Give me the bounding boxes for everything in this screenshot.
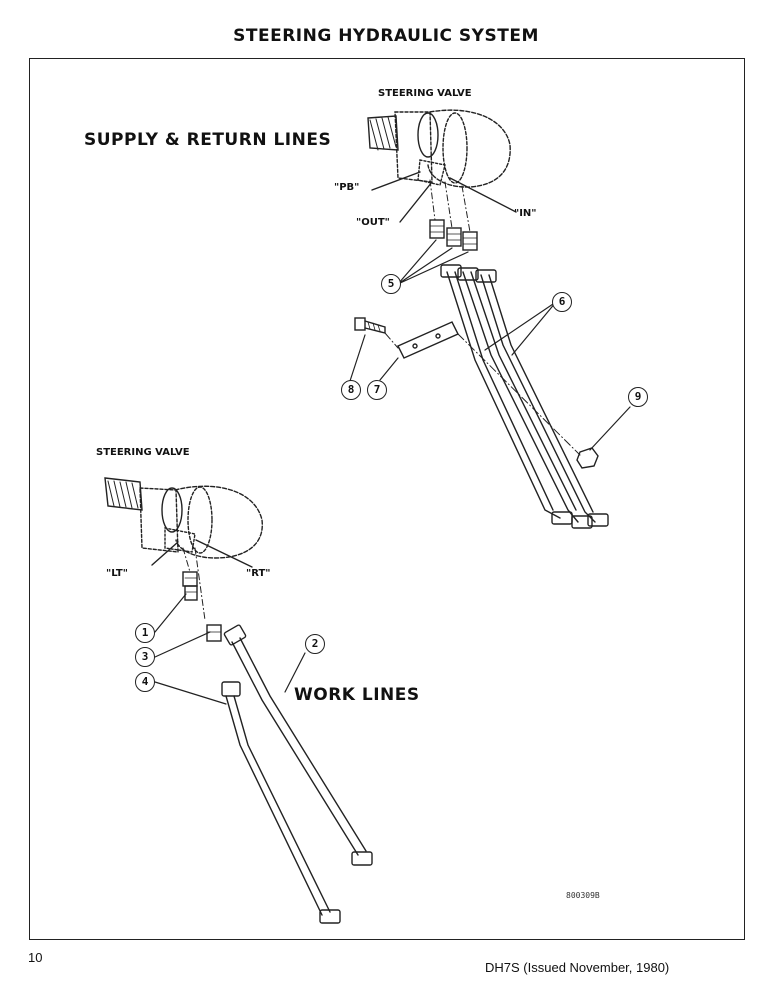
page-title: STEERING HYDRAULIC SYSTEM xyxy=(233,26,539,46)
clamp-plate-icon xyxy=(397,321,459,359)
callout-6: 6 xyxy=(552,292,572,312)
document-reference: DH7S (Issued November, 1980) xyxy=(485,960,670,975)
upper-steering-valve-icon xyxy=(367,109,511,188)
port-pb-label: "PB" xyxy=(334,182,360,193)
callout-5: 5 xyxy=(381,274,401,294)
upper-steering-valve-label: STEERING VALVE xyxy=(378,88,472,99)
callout-4: 4 xyxy=(135,672,155,692)
callout-8: 8 xyxy=(341,380,361,400)
illustration-frame xyxy=(29,58,745,940)
work-line-tube-long-icon xyxy=(223,624,373,866)
page-number: 10 xyxy=(28,950,43,965)
port-lt-label: "LT" xyxy=(106,568,128,579)
work-lines-title: WORK LINES xyxy=(294,685,420,705)
supply-return-tubes-icon xyxy=(440,264,609,529)
figure-id: 800309B xyxy=(566,891,600,900)
callout-1: 1 xyxy=(135,623,155,643)
nut-icon xyxy=(576,447,599,469)
elbow-fitting-icon xyxy=(182,571,198,601)
supply-return-lines-title: SUPPLY & RETURN LINES xyxy=(84,130,332,150)
callout-9: 9 xyxy=(628,387,648,407)
port-rt-label: "RT" xyxy=(246,568,271,579)
lower-steering-valve-label: STEERING VALVE xyxy=(96,447,190,458)
adapter-fittings-icon xyxy=(429,219,478,251)
port-out-label: "OUT" xyxy=(356,217,390,228)
work-line-tube-short-icon xyxy=(221,681,341,924)
lower-steering-valve-icon xyxy=(104,477,263,559)
callout-7: 7 xyxy=(367,380,387,400)
capscrew-icon xyxy=(354,317,386,334)
callout-3: 3 xyxy=(135,647,155,667)
callout-2: 2 xyxy=(305,634,325,654)
port-in-label: "IN" xyxy=(514,208,537,219)
